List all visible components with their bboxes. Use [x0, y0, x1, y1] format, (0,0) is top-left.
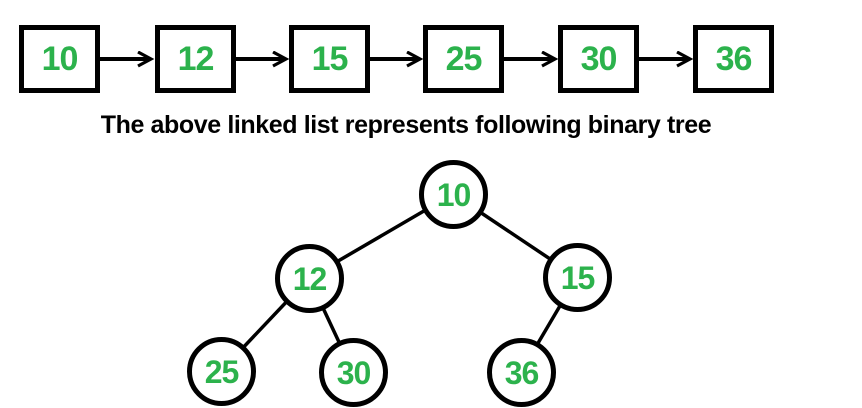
linked-list-node: 10 — [19, 25, 100, 93]
node-value: 12 — [177, 40, 215, 78]
node-value: 15 — [311, 40, 349, 78]
linked-list-node: 12 — [155, 25, 236, 93]
tree-node: 25 — [187, 337, 256, 406]
linked-list-node: 15 — [289, 25, 370, 93]
node-value: 25 — [445, 40, 483, 78]
linked-list-node: 30 — [558, 25, 639, 93]
node-value: 30 — [336, 354, 372, 391]
tree-node-root: 10 — [419, 160, 488, 229]
node-value: 25 — [204, 353, 240, 390]
node-value: 36 — [715, 40, 753, 78]
tree-node: 15 — [543, 243, 612, 312]
caption-text: The above linked list represents followi… — [100, 111, 712, 139]
linked-list-node: 25 — [423, 25, 504, 93]
tree-node: 30 — [319, 338, 388, 407]
node-value: 10 — [41, 40, 79, 78]
tree-node: 36 — [487, 338, 556, 407]
node-value: 12 — [292, 260, 328, 297]
node-value: 15 — [560, 259, 596, 296]
tree-node: 12 — [275, 244, 344, 313]
linked-list-node: 36 — [693, 25, 774, 93]
node-value: 30 — [580, 40, 618, 78]
node-value: 36 — [504, 354, 540, 391]
node-value: 10 — [436, 176, 472, 213]
